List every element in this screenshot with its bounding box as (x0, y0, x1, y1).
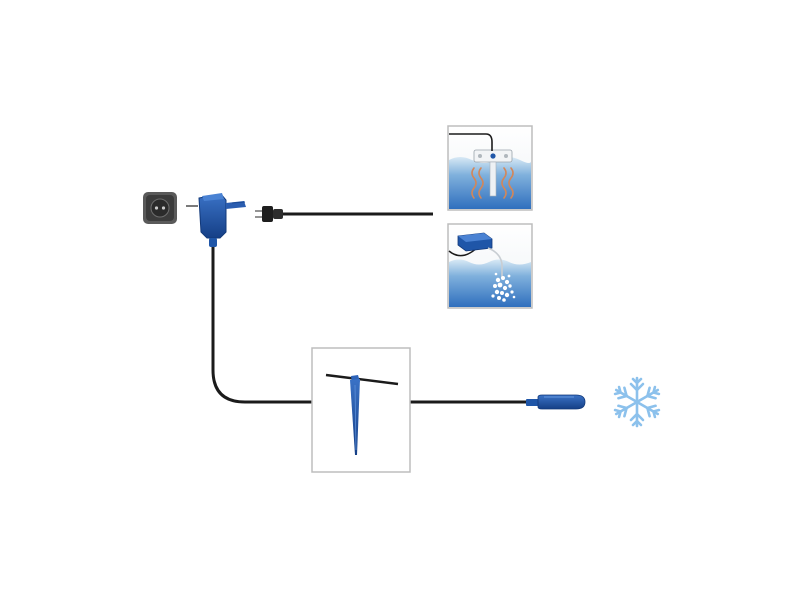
ground-stake-icon (311, 347, 411, 473)
sensor-probe-icon (526, 394, 586, 410)
cables (211, 212, 528, 404)
snowflake-icon (613, 376, 661, 428)
pond-heater-icon (447, 125, 533, 211)
plug-in-transformer-icon (186, 193, 246, 247)
two-pin-plug-icon (255, 206, 283, 222)
power-socket-icon (143, 192, 177, 224)
aeration-pump-icon (447, 223, 533, 309)
adapter-to-stake-cable (211, 246, 312, 404)
